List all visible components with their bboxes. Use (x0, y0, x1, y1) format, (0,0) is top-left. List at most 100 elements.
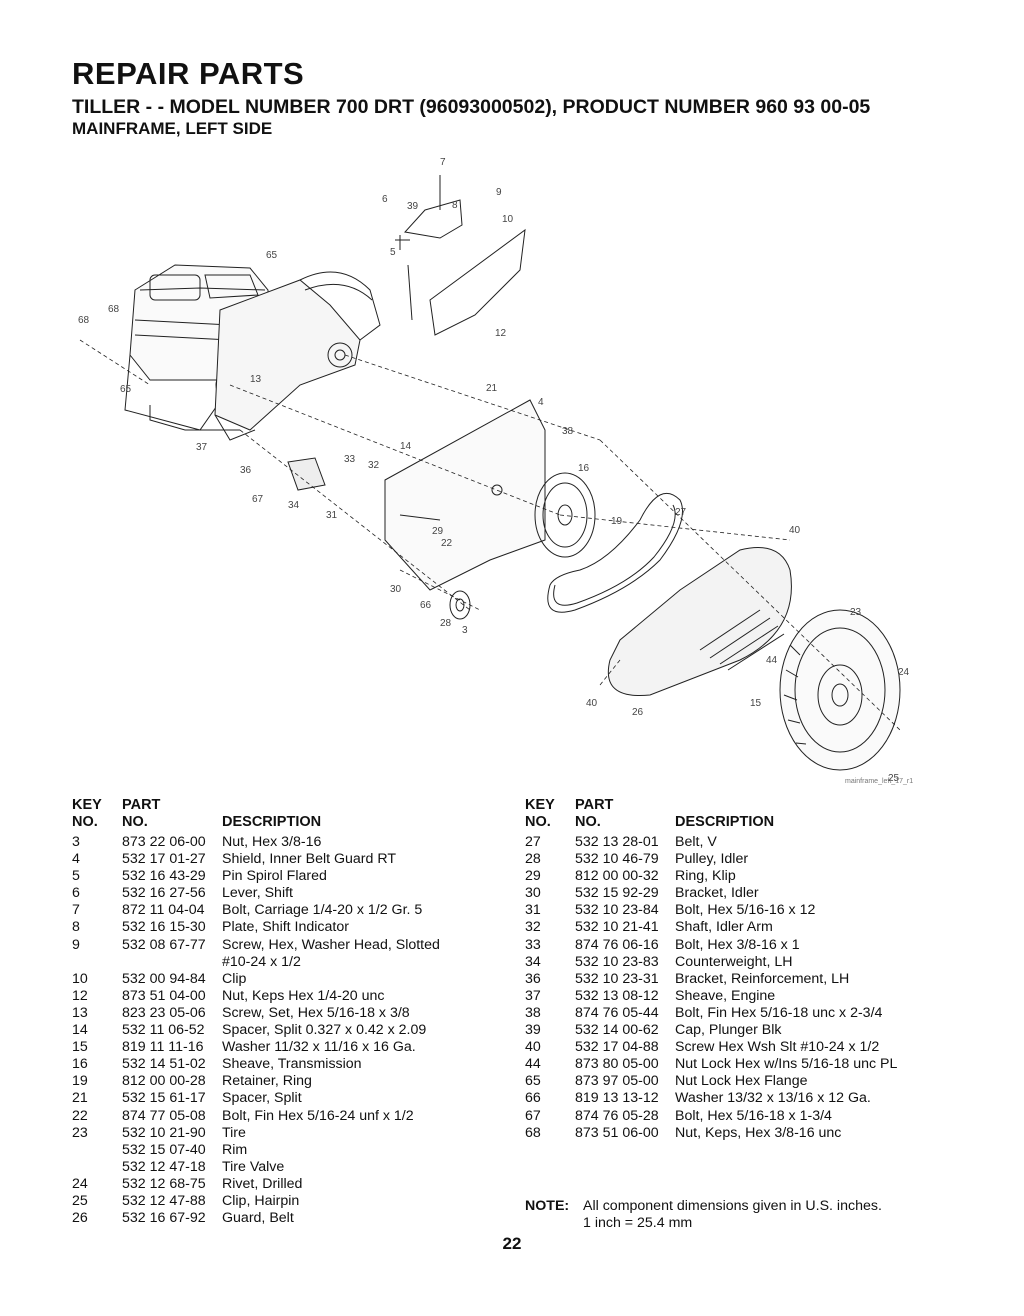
key-no (72, 1142, 122, 1159)
description: Retainer, Ring (222, 1073, 312, 1090)
part-no: 532 16 27-56 (122, 885, 206, 902)
part-no: 532 13 08-12 (575, 987, 659, 1004)
key-no: 33 (525, 936, 541, 953)
part-no: 532 13 28-01 (575, 834, 659, 850)
callout-label: 32 (368, 460, 380, 471)
description: Pulley, Idler (675, 851, 749, 868)
part-no: 532 15 92-29 (575, 885, 659, 902)
part-no: 532 10 23-83 (575, 953, 659, 970)
section-title: MAINFRAME, LEFT SIDE (72, 119, 273, 138)
callout-label: 39 (407, 201, 419, 212)
callout-label: 38 (562, 426, 574, 437)
description: Clip, Hairpin (222, 1192, 300, 1209)
key-no: 40 (525, 1039, 541, 1056)
table-row: 19 812 00 00-28 Retainer, Ring (72, 1073, 502, 1090)
description: Washer 11/32 x 11/16 x 16 Ga. (222, 1039, 416, 1056)
key-no: 19 (72, 1073, 88, 1090)
callout-label: 15 (750, 698, 762, 709)
description: Tire Valve (222, 1158, 285, 1175)
header-part-no: PART NO. (122, 797, 161, 830)
key-no: 30 (525, 885, 541, 902)
description: Shaft, Idler Arm (675, 919, 773, 936)
part-no: 874 76 06-16 (575, 936, 659, 953)
key-no: 9 (72, 936, 80, 953)
description: Bolt, Hex 5/16-16 x 12 (675, 902, 816, 919)
callout-label: 4 (538, 397, 544, 408)
part-no: 873 51 06-00 (575, 1124, 659, 1141)
callout-label: 8 (452, 200, 458, 211)
part-no: 532 10 21-41 (575, 919, 659, 936)
key-no: 65 (525, 1073, 541, 1090)
callout-label: 68 (78, 315, 90, 326)
part-no: 874 76 05-44 (575, 1004, 659, 1021)
table-row: 15 819 11 11-16 Washer 11/32 x 11/16 x 16 … (72, 1039, 502, 1056)
part-no: 873 80 05-00 (575, 1056, 659, 1073)
description: Spacer, Split (222, 1090, 302, 1107)
page-subtitle: TILLER - - MODEL NUMBER 700 DRT (9609300… (72, 96, 871, 118)
callout-label: 66 (420, 600, 432, 611)
description: Cap, Plunger Blk (675, 1022, 782, 1039)
key-no: 28 (525, 851, 541, 868)
key-no: 6 (72, 885, 80, 902)
part-no: 532 16 43-29 (122, 868, 206, 885)
part-no: 532 11 06-52 (122, 1022, 205, 1039)
key-no: 36 (525, 970, 541, 987)
part-no: 532 14 51-02 (122, 1056, 206, 1073)
callout-label: 27 (675, 507, 687, 518)
callout-label: 26 (632, 707, 644, 718)
description: Screw, Hex, Washer Head, Slotted #10-24 … (222, 936, 440, 970)
callout-label: 24 (898, 667, 910, 678)
part-no: 532 15 61-17 (122, 1090, 206, 1107)
callout-label: 65 (120, 384, 132, 395)
description: Bracket, Reinforcement, LH (675, 970, 850, 987)
part-no: 819 11 11-16 (122, 1039, 204, 1056)
part-no: 532 17 01-27 (122, 851, 206, 868)
note-label: NOTE: (525, 1198, 570, 1214)
key-no: 23 (72, 1124, 88, 1141)
part-no: 873 22 06-00 (122, 834, 206, 850)
key-no: 15 (72, 1039, 88, 1056)
key-no: 5 (72, 868, 80, 885)
part-no: 532 14 00-62 (575, 1022, 659, 1039)
part-no: 532 10 23-31 (575, 970, 659, 987)
part-no: 532 17 04-88 (575, 1039, 659, 1056)
callout-label: 30 (390, 584, 402, 595)
part-no: 812 00 00-28 (122, 1073, 206, 1090)
key-no: 26 (72, 1210, 88, 1227)
description: Shield, Inner Belt Guard RT (222, 851, 397, 868)
description: Pin Spirol Flared (222, 868, 327, 885)
part-no: 532 15 07-40 (122, 1141, 206, 1158)
description: Spacer, Split 0.327 x 0.42 x 2.09 (222, 1022, 427, 1039)
part-no: 873 51 04-00 (122, 987, 206, 1004)
key-no: 29 (525, 868, 541, 885)
callout-label: 68 (108, 304, 120, 315)
part-no: 532 16 15-30 (122, 919, 206, 936)
callout-label: 40 (789, 525, 801, 536)
table-row: 36 532 10 23-31 Bracket, Reinforcement, LH (525, 971, 965, 988)
part-no: 873 97 05-00 (575, 1073, 659, 1090)
description: Rivet, Drilled (222, 1175, 303, 1192)
key-no: 16 (72, 1056, 88, 1073)
key-no: 67 (525, 1107, 541, 1124)
header-description: DESCRIPTION (675, 814, 775, 830)
description: Rim (222, 1141, 248, 1158)
key-no: 21 (72, 1090, 88, 1107)
key-no: 8 (72, 919, 80, 936)
